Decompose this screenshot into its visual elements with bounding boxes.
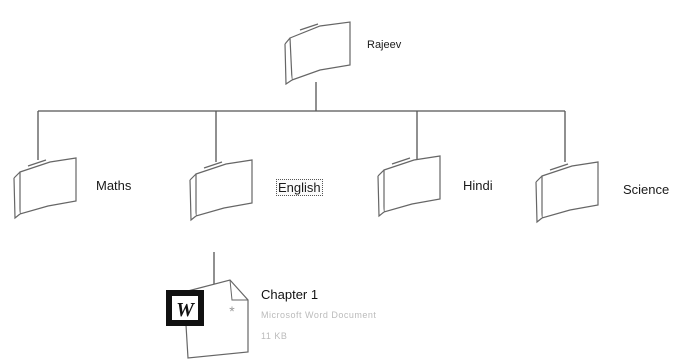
folder-label-hindi[interactable]: Hindi: [463, 178, 493, 193]
document-type: Microsoft Word Document: [261, 310, 377, 320]
folder-label-science[interactable]: Science: [623, 182, 670, 197]
folder-icon[interactable]: [189, 159, 253, 222]
root-folder-label[interactable]: Rajeev: [367, 39, 402, 51]
word-document-icon[interactable]: W *: [166, 279, 249, 359]
document-title[interactable]: Chapter 1: [261, 287, 319, 302]
tree-connectors: [37, 82, 566, 290]
folder-label-maths[interactable]: Maths: [96, 178, 132, 193]
folder-icon[interactable]: [535, 161, 599, 224]
document-size: 11 KB: [261, 331, 288, 341]
svg-text:W: W: [176, 299, 195, 321]
folder-icon[interactable]: [13, 157, 77, 220]
folder-label-english[interactable]: English: [276, 179, 323, 196]
folder-icon[interactable]: [377, 155, 441, 218]
svg-text:*: *: [229, 303, 235, 319]
folder-icon[interactable]: [284, 21, 351, 86]
